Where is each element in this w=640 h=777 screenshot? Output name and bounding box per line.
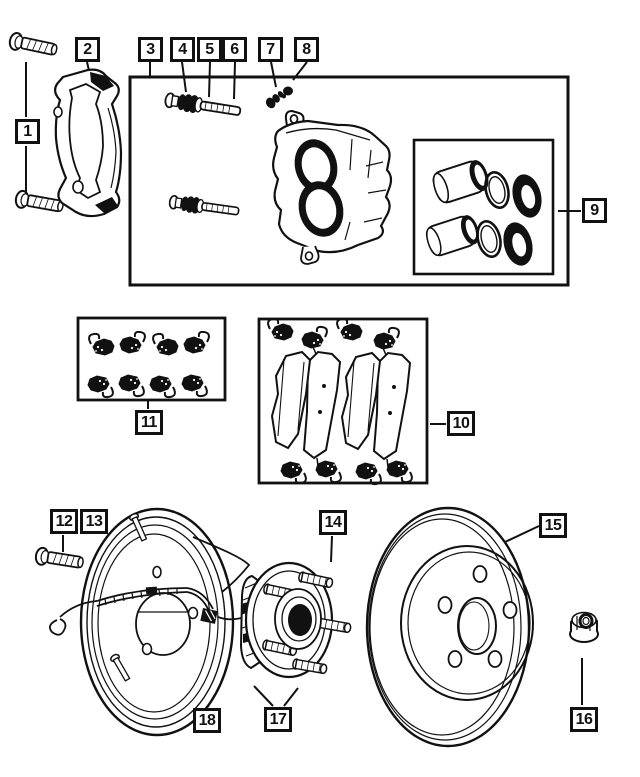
piston-seal-kit-box-outline xyxy=(412,138,555,276)
brake-caliper-drawing xyxy=(272,109,393,265)
callout-10-label: 10 xyxy=(452,414,470,432)
clip-kit-box-outline xyxy=(76,316,227,402)
callout-12[interactable]: 12 xyxy=(50,509,78,534)
callout-15-label: 15 xyxy=(544,516,562,534)
callout-14[interactable]: 14 xyxy=(319,510,347,535)
guide-pin-lower xyxy=(167,192,241,221)
callout-8[interactable]: 8 xyxy=(294,37,319,62)
callout-11[interactable]: 11 xyxy=(135,410,163,435)
callout-9[interactable]: 9 xyxy=(582,198,607,223)
callout-18-label: 18 xyxy=(198,711,216,729)
callout-18[interactable]: 18 xyxy=(193,708,221,733)
callout-5[interactable]: 5 xyxy=(197,37,222,62)
clip-kit-contents xyxy=(87,330,210,399)
piston-seal-kit-contents xyxy=(422,156,546,269)
callout-6-label: 6 xyxy=(230,40,239,58)
guide-pin-upper xyxy=(163,89,243,122)
callout-16-label: 16 xyxy=(575,710,593,728)
callout-13-label: 13 xyxy=(85,512,103,530)
mounting-bolt-upper xyxy=(7,30,60,60)
callout-11-label: 11 xyxy=(141,413,157,431)
mounting-bolt-lower xyxy=(13,188,66,216)
shield-bolt xyxy=(33,545,86,573)
callout-7-label: 7 xyxy=(266,40,275,58)
hub-bearing-drawing xyxy=(239,561,353,679)
callout-3-label: 3 xyxy=(146,40,155,58)
callout-14-label: 14 xyxy=(324,513,342,531)
callout-8-label: 8 xyxy=(302,40,311,58)
callout-2-label: 2 xyxy=(83,40,92,58)
leader-6 xyxy=(233,61,236,100)
pad-kit-contents xyxy=(267,317,413,486)
callout-4-label: 4 xyxy=(178,40,187,58)
abs-sensor-wire xyxy=(48,586,247,636)
callout-17-label: 17 xyxy=(269,710,287,728)
leader-7 xyxy=(270,61,277,88)
callout-12-label: 12 xyxy=(55,512,73,530)
hardware-kit-box-outline xyxy=(128,75,570,287)
callout-6[interactable]: 6 xyxy=(222,37,247,62)
callout-2[interactable]: 2 xyxy=(75,37,100,62)
callout-16[interactable]: 16 xyxy=(570,707,598,732)
splash-shield-drawing xyxy=(79,507,251,737)
callout-4[interactable]: 4 xyxy=(170,37,195,62)
flange-nut-drawing xyxy=(569,611,599,643)
leader-17 xyxy=(253,685,299,707)
callout-7[interactable]: 7 xyxy=(258,37,283,62)
callout-17[interactable]: 17 xyxy=(264,707,292,732)
caliper-bracket-drawing xyxy=(53,68,123,218)
callout-10[interactable]: 10 xyxy=(447,411,475,436)
callout-1-label: 1 xyxy=(23,122,32,140)
callout-15[interactable]: 15 xyxy=(539,513,567,538)
leader-15 xyxy=(504,525,540,543)
bleeder-cap xyxy=(282,86,293,99)
callout-9-label: 9 xyxy=(590,201,599,219)
callout-5-label: 5 xyxy=(205,40,214,58)
callout-13[interactable]: 13 xyxy=(80,509,108,534)
leader-5 xyxy=(208,61,211,98)
leader-14 xyxy=(330,535,333,563)
bleeder-screw xyxy=(265,91,284,109)
callout-1[interactable]: 1 xyxy=(15,119,40,144)
brake-rotor-drawing xyxy=(365,506,534,748)
callout-3[interactable]: 3 xyxy=(138,37,163,62)
